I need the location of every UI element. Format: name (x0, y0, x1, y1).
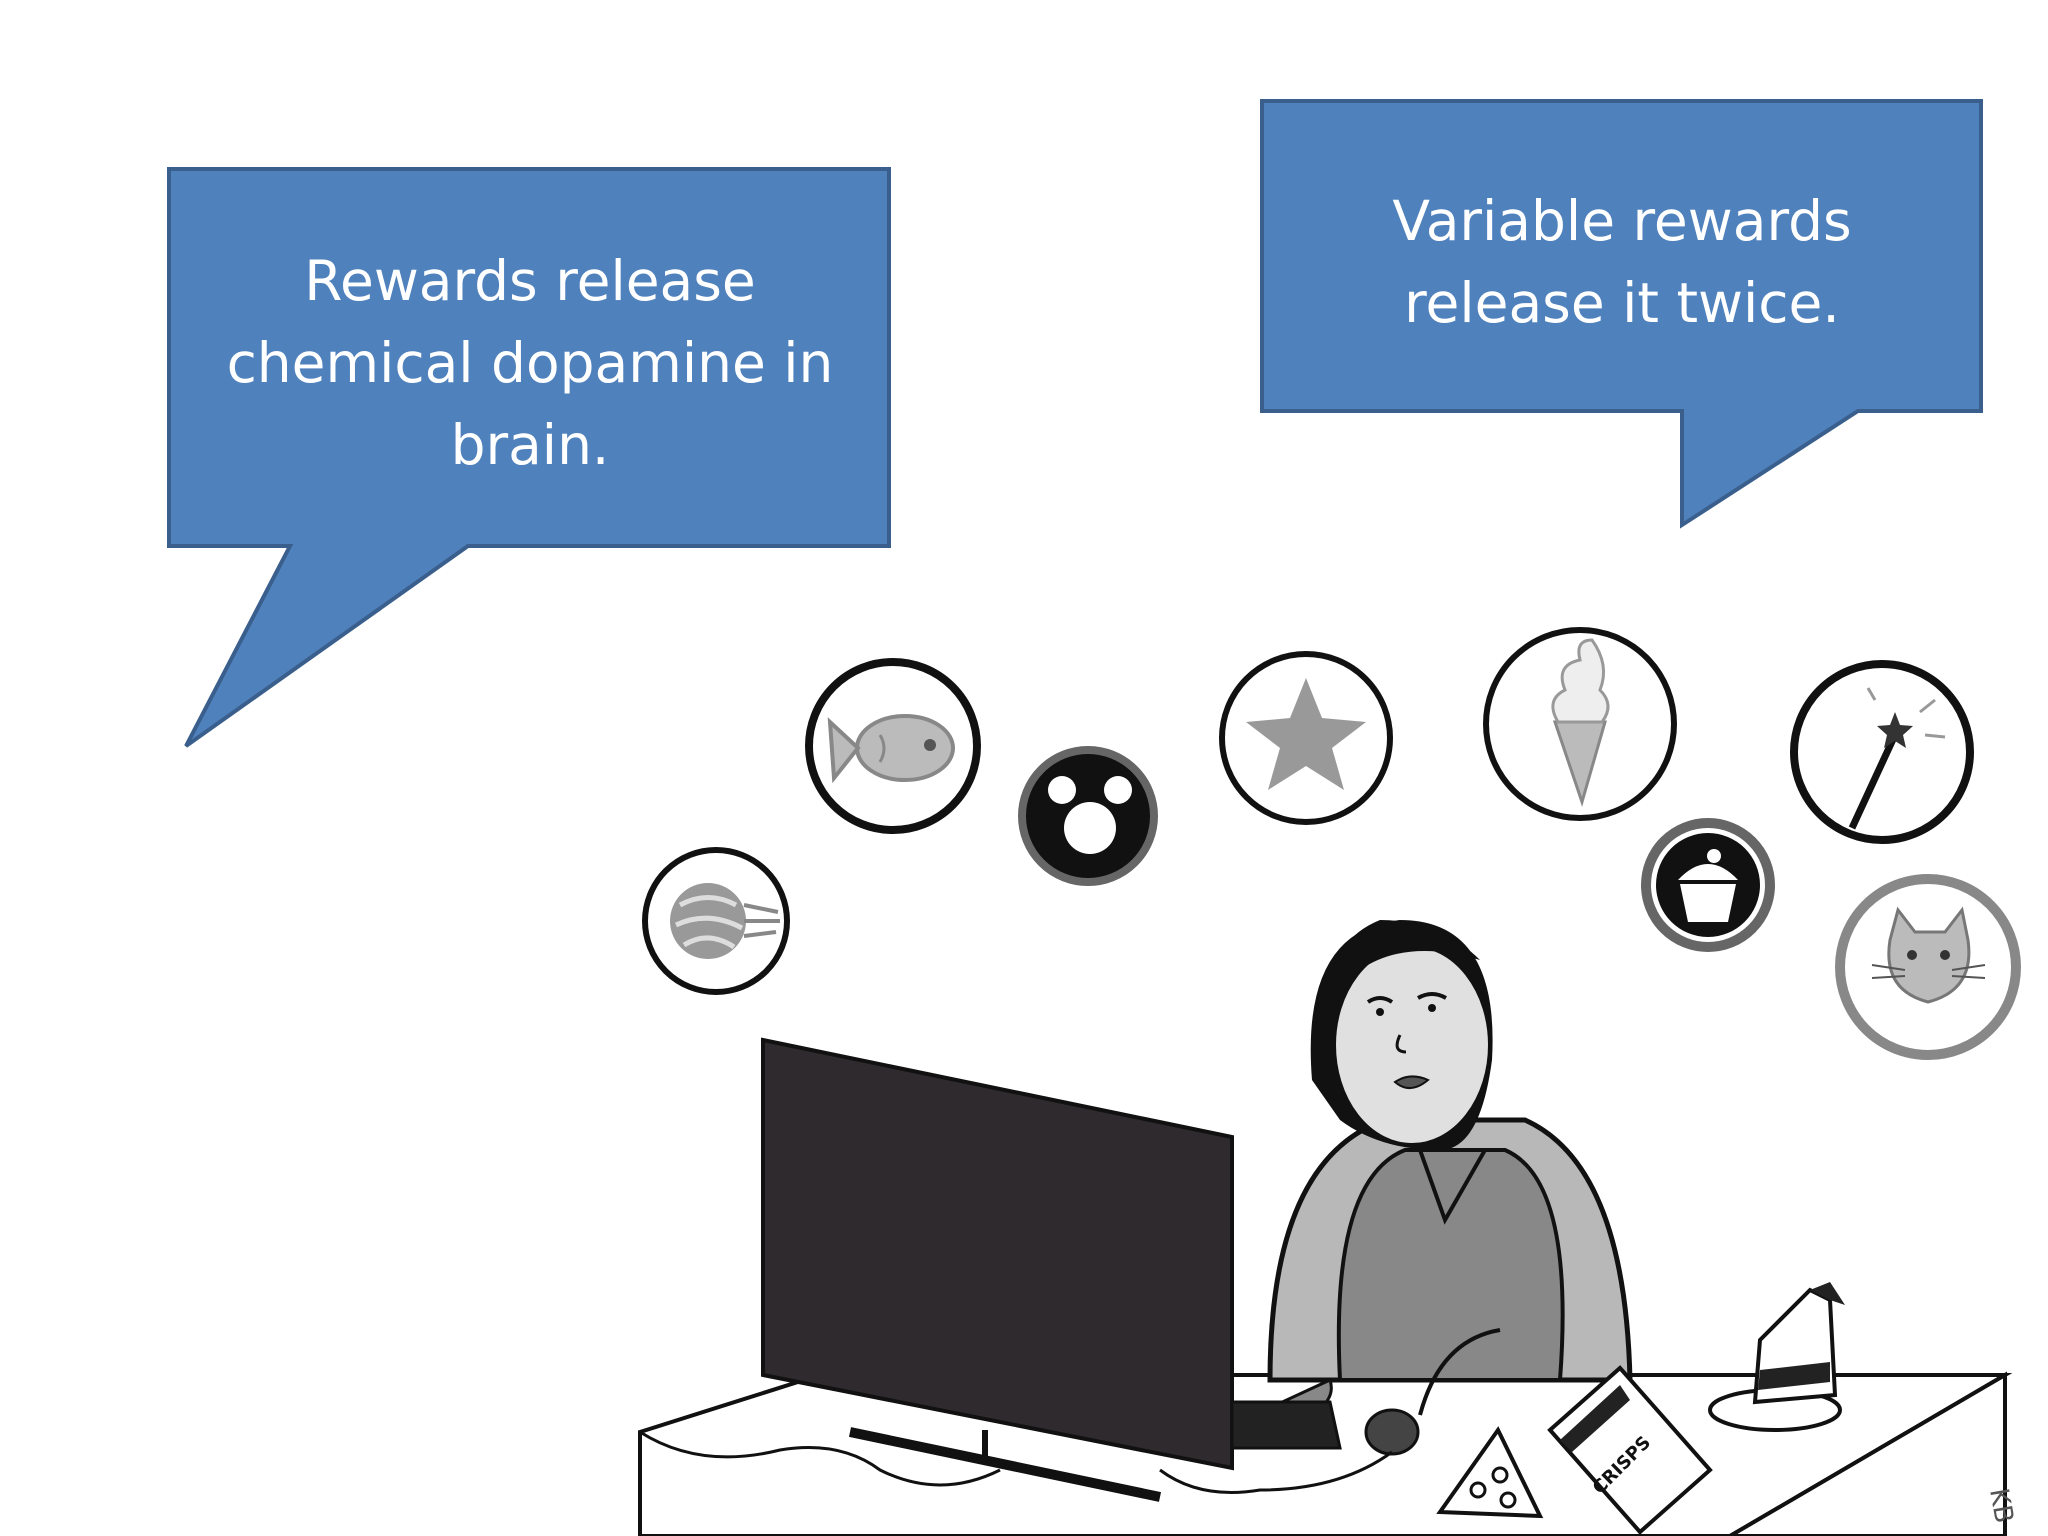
cat-icon (1835, 874, 2021, 1060)
monitor (761, 1037, 1234, 1502)
callout-left-text: Rewards release chemical dopamine in bra… (226, 249, 834, 477)
cupcake-icon (1641, 818, 1775, 952)
magic-wand-icon (1790, 660, 1974, 844)
computer-mouse (1159, 1408, 1420, 1494)
crisps-bag: CRISPS (1547, 1365, 1713, 1535)
woman-figure (1262, 920, 1633, 1432)
pizza-slice (1436, 1426, 1544, 1519)
fish-icon (805, 658, 981, 834)
cake-slice (1708, 1282, 1845, 1432)
callout-left-shape (167, 167, 891, 748)
keyboard (1230, 1400, 1342, 1450)
cable (639, 1430, 1001, 1487)
callout-right-shape (1260, 99, 1983, 529)
artist-signature: KB (1983, 1486, 2019, 1526)
yarn-ball-icon (642, 847, 790, 995)
mouse-ears-icon (1018, 746, 1158, 886)
callout-right-text: Variable rewards release it twice. (1392, 189, 1852, 335)
ice-cream-icon (1483, 627, 1677, 821)
star-icon (1219, 651, 1393, 825)
